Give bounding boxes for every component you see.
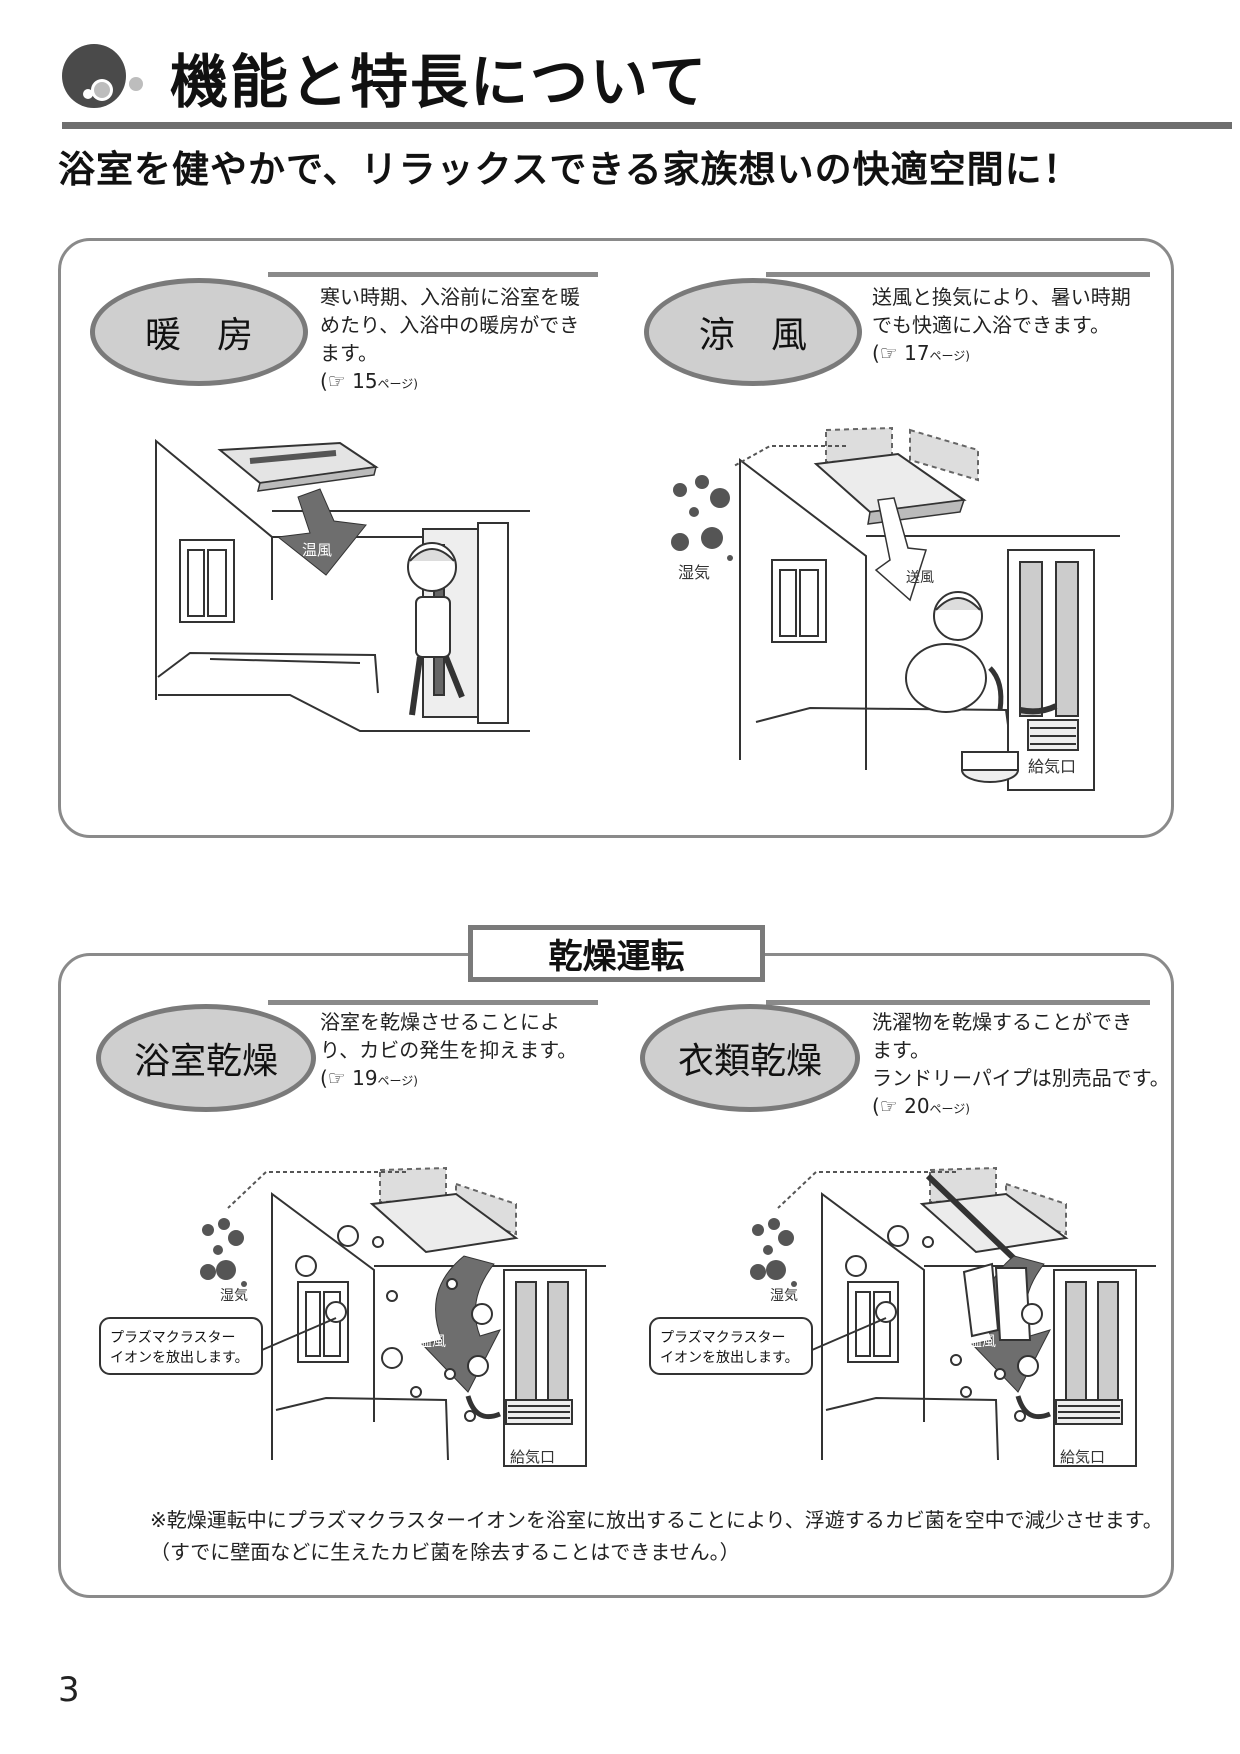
cool-breeze-label: 送風	[906, 570, 934, 586]
clothes-dry-callout-line: イオンを放出します。	[660, 1350, 799, 1366]
bath-dry-oval: 浴室乾燥	[96, 1004, 316, 1112]
clothes-dry-oval: 衣類乾燥	[640, 1004, 860, 1112]
clothes-dry-desc-line: 洗濯物を乾燥することができ	[872, 1010, 1132, 1034]
heating-desc-line: めたり、入浴中の暖房ができ	[320, 313, 580, 337]
page-number: 3	[58, 1670, 80, 1710]
bath-dry-rule	[268, 1000, 598, 1005]
laundry-pipe	[925, 1173, 1029, 1273]
clothes-dry-description: 洗濯物を乾燥することができ ます。 ランドリーパイプは別売品です。 (☞ 20ペ…	[872, 1008, 1172, 1123]
cool-oval: 涼 風	[644, 278, 862, 386]
clothes-dry-ref-suffix: ページ)	[929, 1102, 970, 1116]
bath-dry-desc-line: り、カビの発生を抑えます。	[320, 1038, 578, 1062]
cool-illustration: 湿気 送風 給気口	[671, 426, 1120, 791]
page-title: 機能と特長について	[170, 48, 709, 116]
clothes-dry-callout-line: プラズマクラスター	[660, 1330, 785, 1346]
title-rule	[62, 122, 1232, 129]
dry-note: ※乾燥運転中にプラズマクラスターイオンを浴室に放出することにより、浮遊するカビ菌…	[150, 1504, 1163, 1568]
clothes-dry-callout-box	[649, 1317, 813, 1375]
heating-description: 寒い時期、入浴前に浴室を暖 めたり、入浴中の暖房ができ ます。 (☞ 15ページ…	[320, 283, 610, 398]
clothes-dry-humidity-label: 湿気	[770, 1288, 798, 1304]
dry-note-line: （すでに壁面などに生えたカビ菌を除去することはできません。）	[150, 1540, 740, 1564]
heating-illustration: 温風	[155, 438, 530, 732]
cool-rule	[766, 272, 1150, 277]
heating-rule	[268, 272, 598, 277]
cool-desc-line: 送風と換気により、暑い時期	[872, 285, 1131, 309]
bath-dry-page-ref: (☞ 19ページ)	[320, 1064, 610, 1095]
bath-dry-inlet-label: 給気口	[510, 1448, 555, 1466]
bath-dry-ref-text: (☞ 19	[320, 1066, 378, 1090]
heating-page-ref: (☞ 15ページ)	[320, 367, 610, 398]
bath-dry-callout-line: プラズマクラスター	[110, 1330, 235, 1346]
heater-unit	[217, 441, 379, 492]
clothes-dry-warm-air-label: 温風	[968, 1334, 996, 1350]
bather-figure	[407, 542, 465, 716]
heating-label: 暖 房	[144, 315, 253, 356]
heating-desc-line: 寒い時期、入浴前に浴室を暖	[320, 285, 580, 309]
dry-note-line: ※乾燥運転中にプラズマクラスターイオンを浴室に放出することにより、浮遊するカビ菌…	[150, 1508, 1163, 1532]
heating-ref-suffix: ページ)	[377, 377, 418, 391]
heating-ref-text: (☞ 15	[320, 369, 378, 393]
heating-desc-line: ます。	[320, 341, 378, 365]
clothes-dry-rule	[766, 1000, 1150, 1005]
clothes-dry-desc-line: ます。	[872, 1038, 930, 1062]
ion-markers	[845, 1225, 1043, 1422]
bath-dry-humidity-label: 湿気	[220, 1288, 248, 1304]
bath-dry-ref-suffix: ページ)	[377, 1074, 418, 1088]
clothes-dry-page-ref: (☞ 20ページ)	[872, 1092, 1172, 1123]
cool-humidity-label: 湿気	[678, 563, 710, 582]
cool-desc-line: でも快適に入浴できます。	[872, 313, 1110, 337]
bath-dry-callout-box	[99, 1317, 263, 1375]
bath-dry-callout-line: イオンを放出します。	[110, 1350, 249, 1366]
heating-oval: 暖 房	[90, 278, 308, 386]
cool-page-ref: (☞ 17ページ)	[872, 339, 1162, 370]
bath-dry-illustration: 温風 湿気 給気口 プラズマクラスター イオンを放出します。	[99, 1166, 606, 1467]
cool-description: 送風と換気により、暑い時期 でも快適に入浴できます。 (☞ 17ページ)	[872, 283, 1162, 370]
clothes-dry-illustration: 温風 湿気 給気口 プラズマクラスター イオンを放出します。	[649, 1166, 1156, 1467]
bath-dry-desc-line: 浴室を乾燥させることによ	[320, 1010, 560, 1034]
heating-warm-air-label: 温風	[302, 541, 332, 559]
clothes-dry-desc-line: ランドリーパイプは別売品です。	[872, 1066, 1170, 1090]
clothes-dry-ref-text: (☞ 20	[872, 1094, 930, 1118]
hanging-clothes	[962, 1262, 1032, 1341]
ion-markers	[295, 1225, 493, 1422]
bath-dry-label: 浴室乾燥	[133, 1041, 278, 1082]
cool-ref-suffix: ページ)	[929, 349, 970, 363]
bath-dry-warm-air-label: 温風	[418, 1334, 446, 1350]
header-bullet-icon	[62, 44, 143, 108]
clothes-dry-inlet-label: 給気口	[1060, 1448, 1105, 1466]
bath-dry-description: 浴室を乾燥させることによ り、カビの発生を抑えます。 (☞ 19ページ)	[320, 1008, 610, 1095]
clothes-dry-label: 衣類乾燥	[677, 1041, 822, 1082]
bather-figure	[905, 591, 1019, 783]
cool-ref-text: (☞ 17	[872, 341, 930, 365]
dry-section-title: 乾燥運転	[468, 925, 765, 982]
cool-label: 涼 風	[698, 315, 807, 356]
cool-inlet-label: 給気口	[1028, 757, 1076, 776]
page-subtitle: 浴室を健やかで、リラックスできる家族想いの快適空間に！	[58, 148, 1081, 191]
